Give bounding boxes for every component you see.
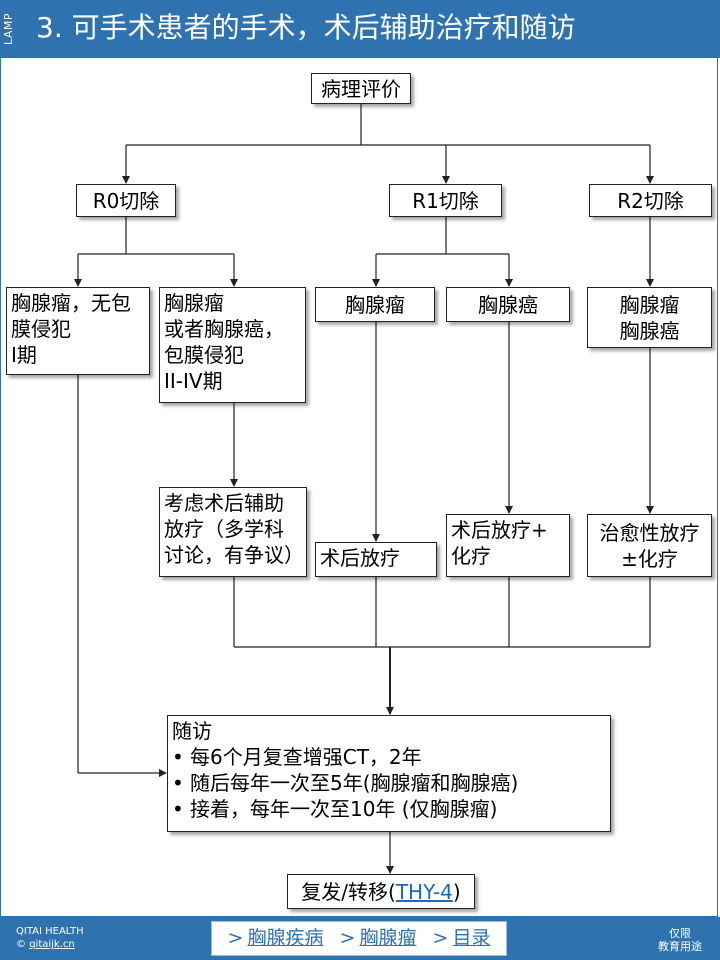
breadcrumb: >胸腺疾病 >胸腺瘤 >目录 [211, 921, 507, 956]
node-postop-rt-chemo-line: 化疗 [451, 544, 491, 568]
content-frame [0, 58, 718, 917]
node-followup: 随访 •每6个月复查增强CT，2年 •随后每年一次至5年(胸腺瘤和胸腺癌) •接… [167, 715, 611, 832]
node-consider-rt-line: 讨论，有争议） [164, 543, 304, 567]
followup-item-text: 接着，每年一次至10年 (仅胸腺瘤) [190, 797, 498, 821]
chevron-right-icon: > [339, 927, 356, 949]
node-recurrence-label: 复发/转移(THY-4) [301, 879, 460, 905]
node-r0-stage2-4: 胸腺瘤 或者胸腺癌， 包膜侵犯 II-IV期 [159, 287, 306, 403]
node-r2-type-line: 胸腺癌 [619, 318, 680, 343]
brand-site-line: © qitaijk.cn [16, 938, 84, 951]
node-r1-carcinoma-label: 胸腺癌 [478, 292, 538, 317]
brand-block: QITAI HEALTH © qitaijk.cn [16, 925, 84, 951]
node-r0-label: R0切除 [92, 188, 160, 213]
node-pathology: 病理评价 [311, 73, 411, 104]
node-consider-rt-line: 放疗（多学科 [164, 517, 284, 541]
node-r0-stage2-4-line: 包膜侵犯 [164, 343, 244, 367]
followup-title: 随访 [172, 719, 212, 743]
followup-item-text: 随后每年一次至5年(胸腺瘤和胸腺癌) [190, 771, 519, 795]
bullet-icon: • [172, 745, 184, 769]
followup-item: •随后每年一次至5年(胸腺瘤和胸腺癌) [172, 770, 606, 796]
node-r2-type: 胸腺瘤 胸腺癌 [587, 287, 712, 348]
node-r2: R2切除 [589, 184, 712, 217]
node-recurrence: 复发/转移(THY-4) [287, 874, 475, 909]
copyright-icon: © [16, 939, 26, 950]
flow-connectors [74, 104, 654, 874]
node-consider-rt: 考虑术后辅助 放疗（多学科 讨论，有争议） [159, 487, 307, 577]
bullet-icon: • [172, 797, 184, 821]
brand-site-link[interactable]: qitaijk.cn [29, 939, 75, 950]
node-postop-rt: 术后放疗 [315, 542, 437, 577]
node-r0-stage2-4-line: 或者胸腺癌， [164, 317, 284, 341]
brand-name: QITAI HEALTH [16, 926, 84, 937]
recurrence-prefix: 复发/转移( [301, 879, 396, 904]
node-r0-stage2-4-line: II-IV期 [164, 369, 223, 393]
node-curative-rt-line: 治愈性放疗 [599, 520, 700, 545]
node-r2-type-line: 胸腺瘤 [619, 292, 680, 317]
node-r1-thymoma-label: 胸腺瘤 [345, 292, 405, 317]
node-r1: R1切除 [389, 184, 502, 217]
education-notice: 仅限 教育用途 [648, 927, 712, 953]
node-r0-stage1-line: 胸腺瘤，无包 [11, 291, 131, 315]
node-r0-stage1: 胸腺瘤，无包 膜侵犯 I期 [6, 287, 150, 375]
notice-line: 仅限 [669, 927, 691, 940]
notice-line: 教育用途 [658, 940, 702, 953]
header-bar: LAMP 3. 可手术患者的手术，术后辅助治疗和随访 [0, 0, 720, 58]
chevron-right-icon: > [432, 927, 449, 949]
breadcrumb-thymic-diseases[interactable]: 胸腺疾病 [247, 927, 324, 949]
followup-item-text: 每6个月复查增强CT，2年 [190, 745, 422, 769]
node-pathology-label: 病理评价 [321, 76, 401, 101]
breadcrumb-contents[interactable]: 目录 [452, 927, 491, 949]
chevron-right-icon: > [227, 927, 244, 949]
node-postop-rt-chemo-line: 术后放疗+ [451, 518, 548, 542]
node-r1-carcinoma: 胸腺癌 [446, 287, 570, 322]
page-title: 3. 可手术患者的手术，术后辅助治疗和随访 [36, 11, 576, 44]
node-r0-stage1-line: I期 [11, 343, 37, 367]
node-postop-rt-chemo: 术后放疗+ 化疗 [446, 514, 570, 577]
node-curative-rt-line: ±化疗 [621, 546, 678, 571]
followup-item: •接着，每年一次至10年 (仅胸腺瘤) [172, 796, 606, 822]
breadcrumb-thymoma[interactable]: 胸腺瘤 [359, 927, 417, 949]
recurrence-suffix: ) [452, 879, 461, 904]
node-r1-thymoma: 胸腺瘤 [315, 287, 435, 322]
followup-item: •每6个月复查增强CT，2年 [172, 744, 606, 770]
bullet-icon: • [172, 771, 184, 795]
node-r2-label: R2切除 [617, 188, 684, 213]
footer-bar: QITAI HEALTH © qitaijk.cn >胸腺疾病 >胸腺瘤 >目录… [0, 917, 720, 960]
node-r1-label: R1切除 [412, 188, 479, 213]
node-consider-rt-line: 考虑术后辅助 [164, 491, 284, 515]
node-r0-stage2-4-line: 胸腺瘤 [164, 291, 224, 315]
node-r0: R0切除 [76, 184, 176, 217]
node-postop-rt-label: 术后放疗 [320, 546, 400, 570]
node-r0-stage1-line: 膜侵犯 [11, 317, 71, 341]
thy4-link[interactable]: THY-4 [395, 879, 453, 904]
node-curative-rt: 治愈性放疗 ±化疗 [587, 514, 712, 577]
